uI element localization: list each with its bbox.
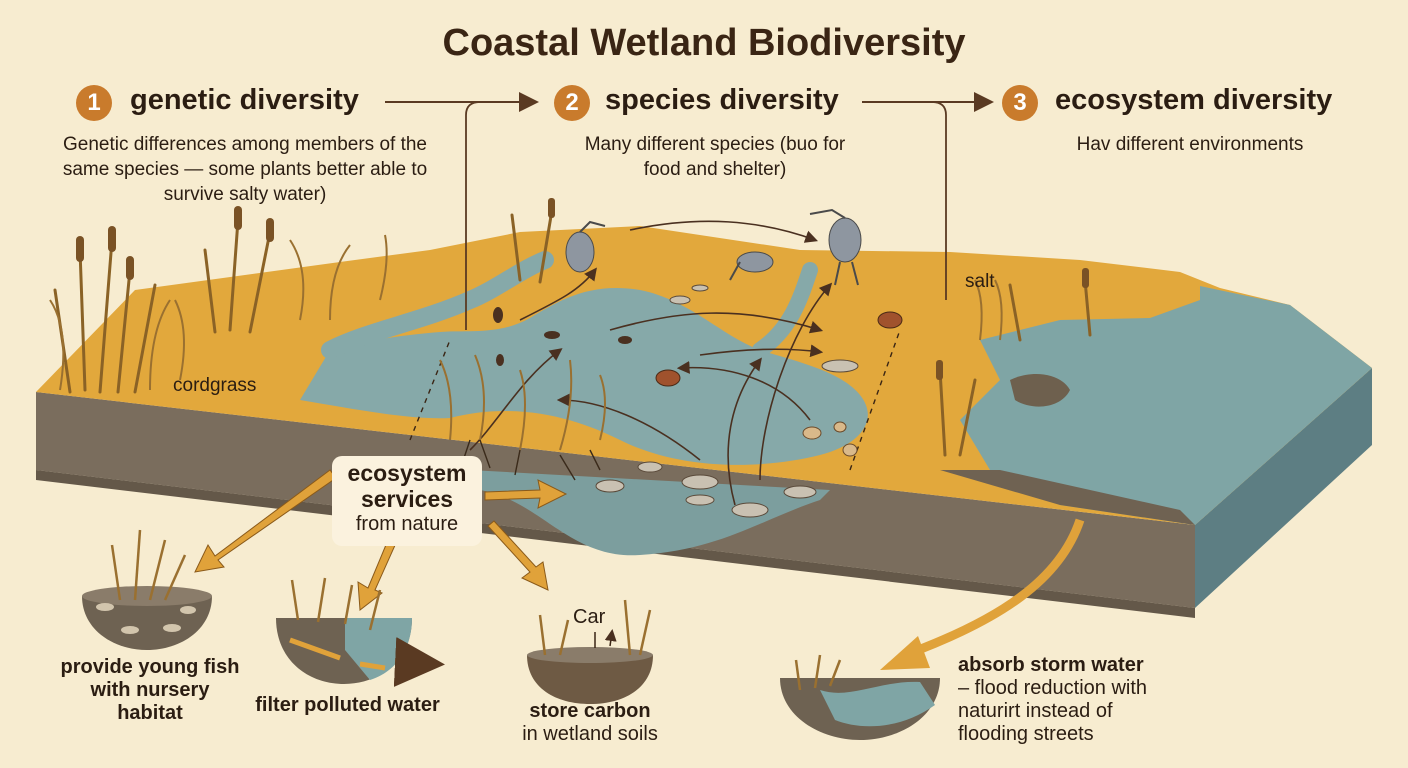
ecosystem-diversity-description: Hav different environments xyxy=(1076,134,1304,155)
tidal-pool xyxy=(300,288,868,465)
species-diversity-description: Many different species (buo for food and… xyxy=(584,134,846,180)
insect-icon xyxy=(493,307,632,366)
level-3-badge: 3 xyxy=(1002,85,1038,121)
vignette-filter xyxy=(276,577,435,684)
ecosystem-services-subtitle: from nature xyxy=(355,513,459,535)
salt-label: salt xyxy=(965,271,995,292)
open-water xyxy=(960,286,1372,525)
ecosystem-services-hub: ecosystem services from nature xyxy=(332,456,482,546)
level-2-badge: 2 xyxy=(554,85,590,121)
crab-icon xyxy=(655,311,903,387)
fish-icon xyxy=(595,284,859,518)
page-title: Coastal Wetland Biodiversity xyxy=(442,22,966,64)
vignette-nursery xyxy=(82,529,212,650)
service-nursery-habitat: provide young fish with nursery habitat xyxy=(60,656,240,724)
service-store-carbon: store carbon in wetland soils xyxy=(522,700,658,745)
genetic-diversity-description: Genetic differences among members of the… xyxy=(62,134,428,205)
level-genetic-diversity: genetic diversity xyxy=(130,84,359,116)
level-species-diversity: species diversity xyxy=(605,84,839,116)
service-arrows xyxy=(194,469,568,611)
level-1-badge: 1 xyxy=(76,85,112,121)
food-web-arrows xyxy=(469,220,833,506)
vignette-carbon xyxy=(527,599,653,704)
level-ecosystem-diversity: ecosystem diversity xyxy=(1055,84,1333,116)
water-side-face xyxy=(1195,368,1372,608)
heron-icon xyxy=(565,208,862,286)
service-filter-water: filter polluted water xyxy=(255,694,440,716)
service-absorb-storm-water: absorb storm water – flood reduction wit… xyxy=(958,654,1148,745)
vignette-storm xyxy=(780,654,940,740)
carbon-inset-label: Car xyxy=(573,606,606,628)
ecosystem-services-title: ecosystem services xyxy=(347,460,467,512)
cordgrass-label: cordgrass xyxy=(173,375,257,396)
